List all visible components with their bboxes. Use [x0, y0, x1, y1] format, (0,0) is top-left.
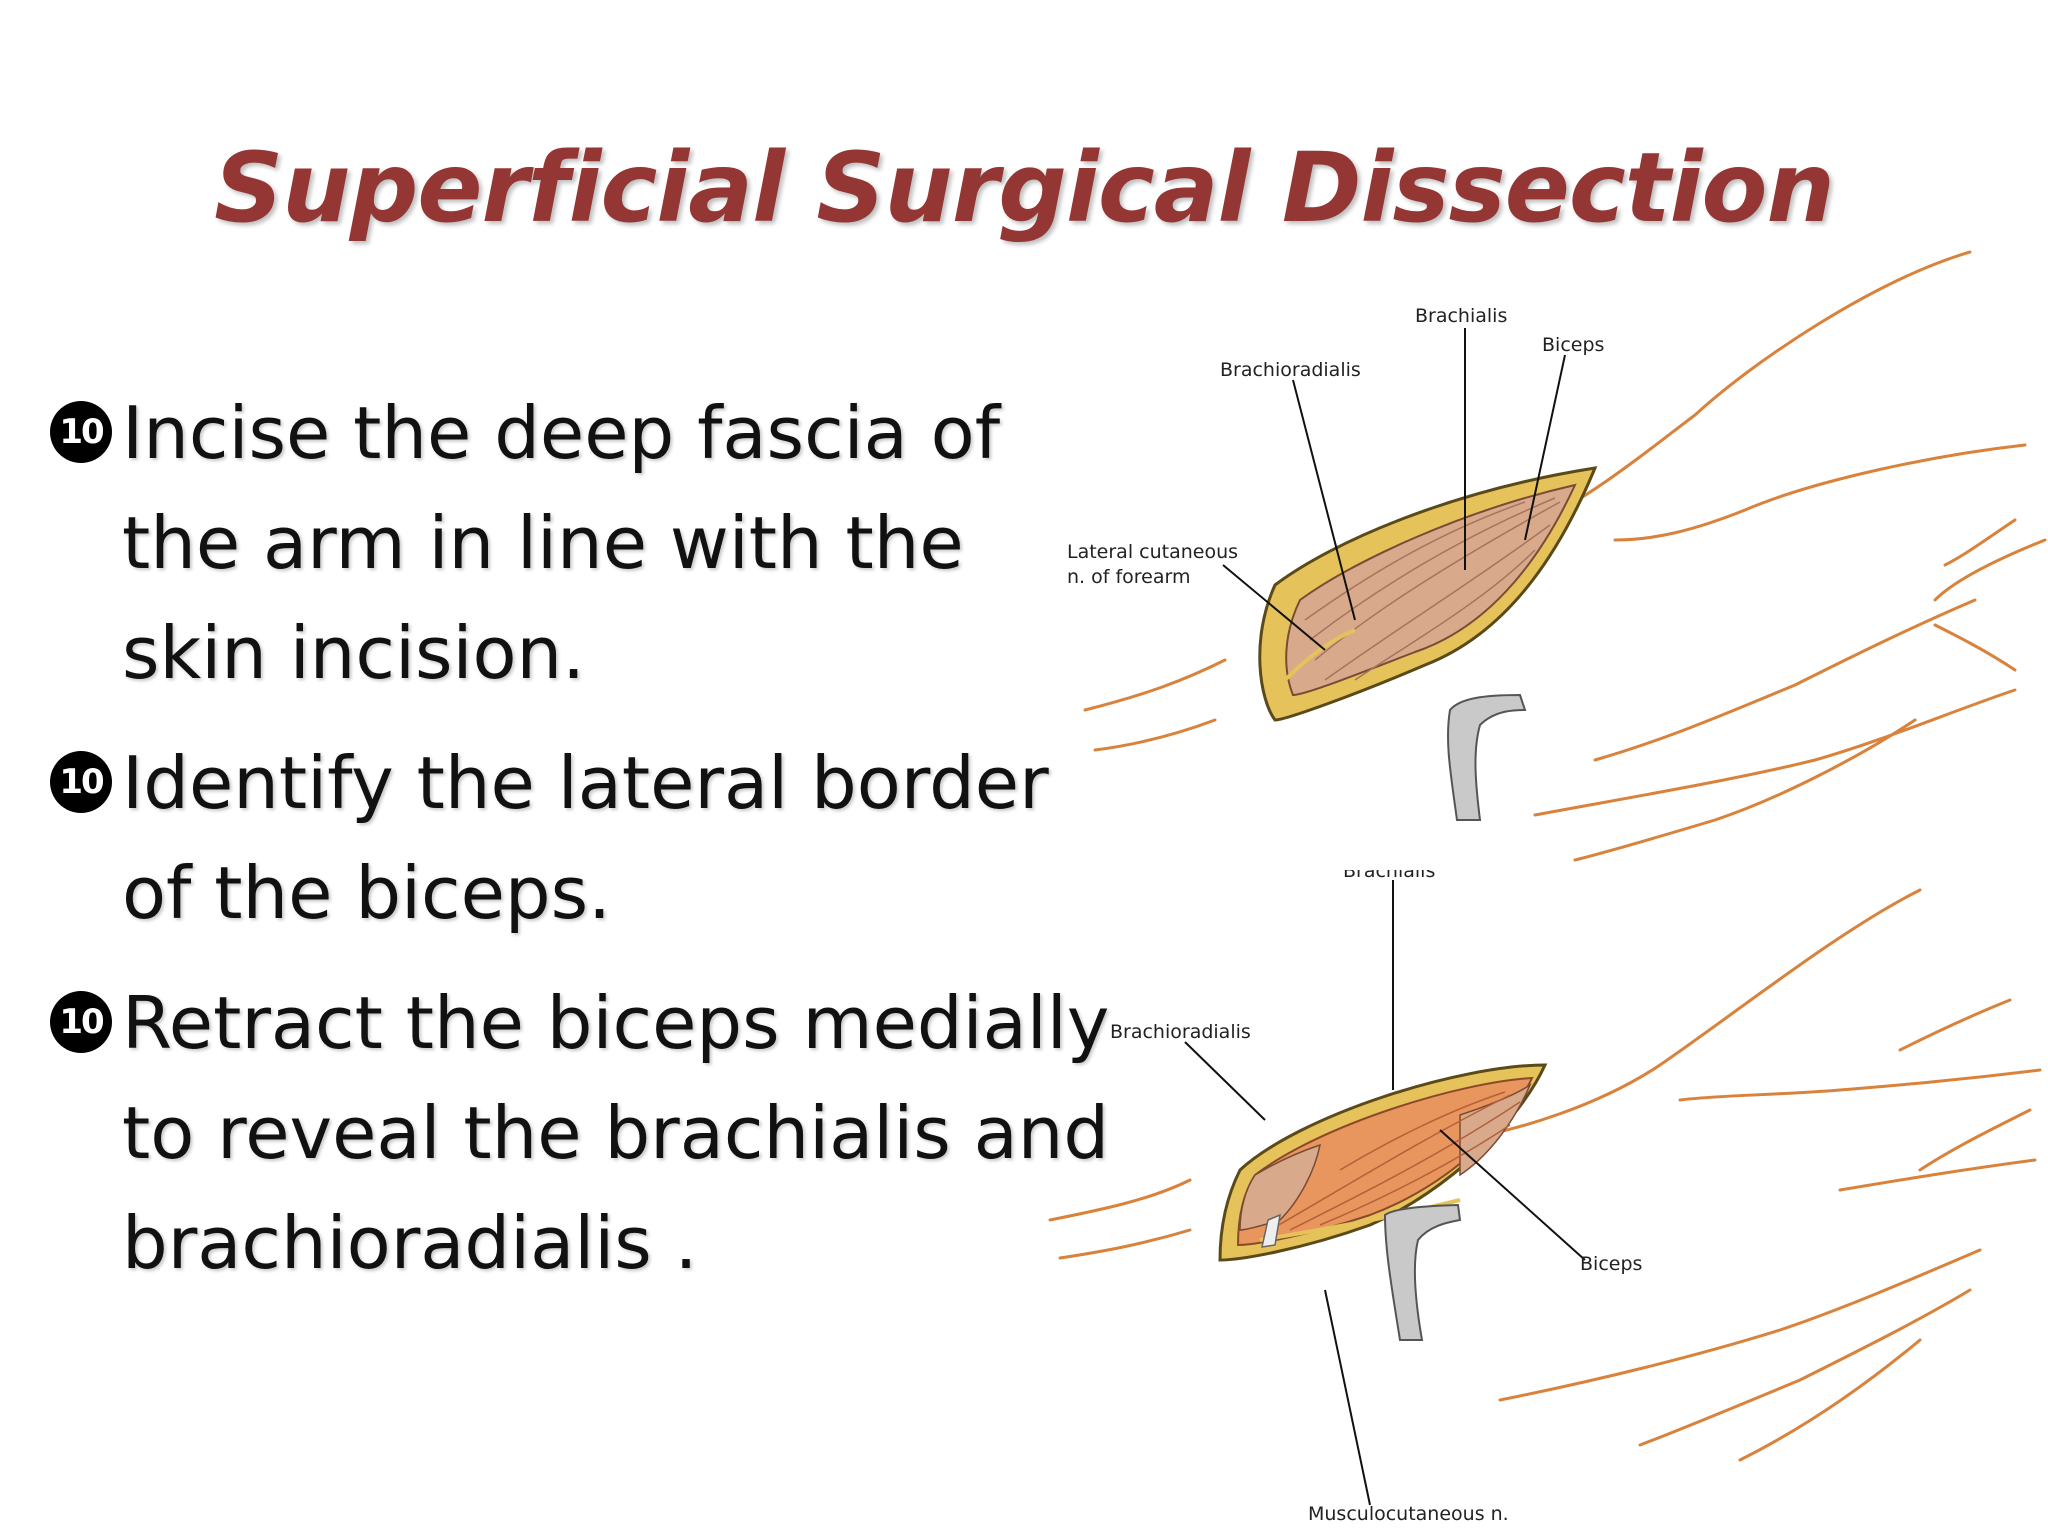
- bullet-list: 10 Incise the deep fascia of the arm in …: [48, 378, 1118, 1318]
- bullet-item: 10 Identify the lateral border of the bi…: [48, 728, 1118, 948]
- bullet-text: Incise the deep fascia of the arm in lin…: [122, 391, 1001, 695]
- bullet-text: Identify the lateral border of the bicep…: [122, 741, 1049, 935]
- top-dissection-illustration: Brachialis Biceps Brachioradialis Latera…: [1067, 250, 2047, 862]
- circled-number-icon: 10: [50, 401, 112, 463]
- circled-number-icon: 10: [50, 751, 112, 813]
- slide-title: Superficial Surgical Dissection: [214, 132, 1835, 244]
- label-brachioradialis: Brachioradialis: [1110, 1021, 1251, 1043]
- bullet-text: Retract the biceps medially to reveal th…: [122, 981, 1110, 1285]
- bullet-item: 10 Incise the deep fascia of the arm in …: [48, 378, 1118, 708]
- bullet-item: 10 Retract the biceps medially to reveal…: [48, 968, 1118, 1298]
- label-forearm-nerve: n. of forearm: [1067, 566, 1191, 588]
- label-biceps: Biceps: [1542, 334, 1604, 356]
- label-lateral-cutaneous: Lateral cutaneous: [1067, 541, 1238, 563]
- label-biceps: Biceps: [1580, 1253, 1642, 1275]
- label-musculocutaneous: Musculocutaneous n.: [1308, 1503, 1509, 1525]
- label-brachialis: Brachialis: [1343, 870, 1435, 882]
- label-brachialis: Brachialis: [1415, 305, 1507, 327]
- label-brachioradialis: Brachioradialis: [1220, 359, 1361, 381]
- circled-number-icon: 10: [50, 991, 112, 1053]
- bottom-dissection-illustration: Brachialis Brachioradialis Biceps Muscul…: [1048, 870, 2042, 1525]
